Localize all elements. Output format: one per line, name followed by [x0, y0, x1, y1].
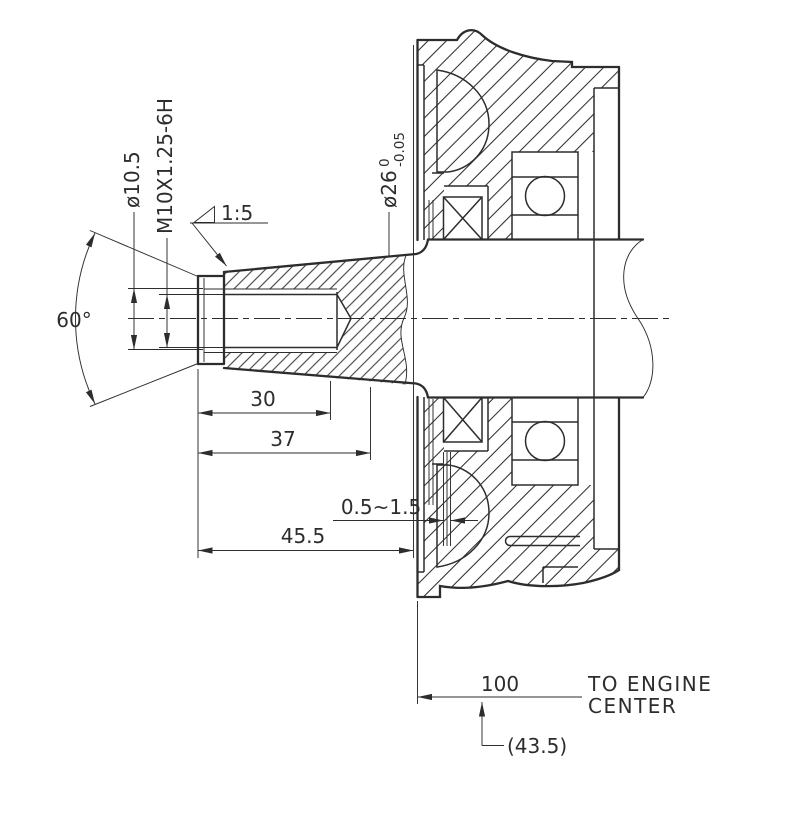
thread-minor-and-drill-point	[224, 292, 352, 350]
shaft-dia-tol-lower: -0.05	[392, 132, 408, 167]
taper-outline-top	[222, 238, 430, 274]
dim-center-hole-angle: 60°	[56, 230, 199, 407]
dimensions: ø10.5 M10X1.25-6H 1:5 ø26 0 -0.05	[56, 45, 712, 758]
reference-dim-label: (43.5)	[507, 734, 567, 758]
dim-taper-length: 37	[198, 387, 371, 460]
taper-ratio-label: 1:5	[221, 201, 253, 225]
crankcase-lower-hatch	[417, 397, 619, 597]
crankcase-section	[416, 29, 621, 599]
dim-engine-center: 100 TO ENGINE CENTER	[417, 601, 712, 718]
taper-symbol-icon	[192, 205, 215, 223]
bearing-upper-ball	[524, 175, 566, 217]
seal-upper-cross-icon	[442, 196, 483, 241]
crankcase-inner-lines	[417, 64, 619, 583]
crankcase-upper-hatch	[417, 30, 619, 240]
dim-taper: 1:5	[190, 201, 268, 267]
crankcase-outline-bottom	[416, 568, 621, 599]
center-hole-angle-label: 60°	[56, 308, 91, 332]
shaft-dia-label: ø26	[377, 170, 401, 208]
seal-spacer-lines	[428, 200, 434, 505]
engine-center-note-line1: TO ENGINE	[587, 672, 712, 696]
dim-clearance: 0.5~1.5	[333, 452, 478, 546]
bore-white	[204, 289, 337, 353]
dim-shaft-length: 45.5	[198, 45, 414, 558]
countersink-dia-label: ø10.5	[120, 151, 144, 208]
crankcase-outline-top	[416, 29, 621, 69]
partial-section-break-line	[400, 255, 408, 385]
dim-reference: (43.5)	[478, 702, 567, 758]
drill-cone-white	[337, 294, 351, 348]
oil-seal-upper	[442, 196, 483, 241]
dim-countersink-dia: ø10.5	[120, 151, 203, 350]
oil-seal-lower	[442, 396, 483, 443]
thread-spec-label: M10X1.25-6H	[153, 98, 177, 234]
dim-shaft-dia: ø26 0 -0.05	[377, 132, 408, 258]
ball-bearing-lower	[511, 396, 579, 486]
cast-pocket-lower	[436, 464, 490, 568]
clearance-label: 0.5~1.5	[341, 495, 421, 519]
engine-center-note-line2: CENTER	[588, 694, 677, 718]
oil-slot	[504, 535, 580, 547]
shaft-dia-tol-upper: 0	[377, 158, 393, 167]
journal-outline	[426, 238, 645, 399]
shaft-nose-outline	[196, 270, 226, 366]
seal-lower-cross-icon	[442, 397, 483, 443]
cast-pocket-upper	[436, 69, 490, 173]
taper-outline-bottom	[222, 366, 430, 399]
bearing-lower-ball	[524, 420, 566, 462]
ball-bearing-upper	[511, 151, 579, 241]
bearing-upper-races-box	[511, 151, 579, 241]
taper-length-label: 37	[270, 427, 295, 451]
bearing-lower-race-lines	[512, 421, 578, 461]
engine-center-distance-label: 100	[481, 672, 519, 696]
bearing-lower-races-box	[511, 396, 579, 486]
thread-major-lines	[204, 288, 337, 353]
dim-thread-depth: 30	[197, 369, 331, 558]
thread-depth-label: 30	[250, 387, 275, 411]
dim-thread-spec: M10X1.25-6H	[153, 98, 224, 348]
shaft-length-label: 45.5	[281, 524, 326, 548]
bearing-upper-race-lines	[512, 176, 578, 216]
